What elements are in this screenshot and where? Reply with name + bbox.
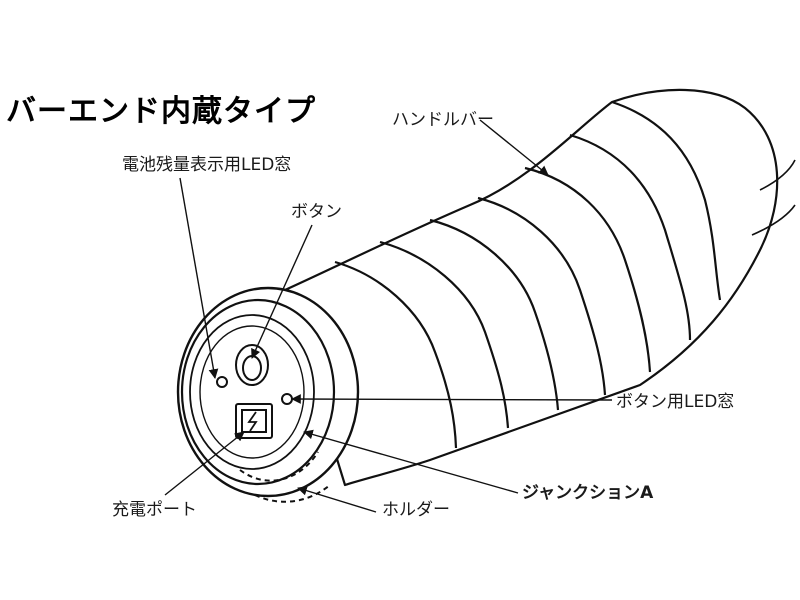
leader-lines <box>164 119 613 513</box>
handlebar-body <box>283 88 796 487</box>
label-battery-led-window: 電池残量表示用LED窓 <box>122 155 292 175</box>
label-handlebar: ハンドルバー <box>392 110 494 130</box>
label-holder: ホルダー <box>382 500 450 520</box>
junction-dashed-ring <box>239 451 319 482</box>
button-led-window <box>281 393 293 405</box>
label-button: ボタン <box>291 202 342 222</box>
charge-port-icon <box>235 403 273 439</box>
holder-dashed-ring <box>254 484 331 503</box>
battery-led-window <box>216 376 228 388</box>
label-charge-port: 充電ポート <box>112 500 197 520</box>
diagram-title: バーエンド内蔵タイプ <box>6 94 316 129</box>
label-junction: ジャンクションA <box>522 483 654 503</box>
label-button-led-window: ボタン用LED窓 <box>616 392 735 412</box>
end-cap <box>176 286 360 498</box>
button-icon <box>235 344 269 386</box>
